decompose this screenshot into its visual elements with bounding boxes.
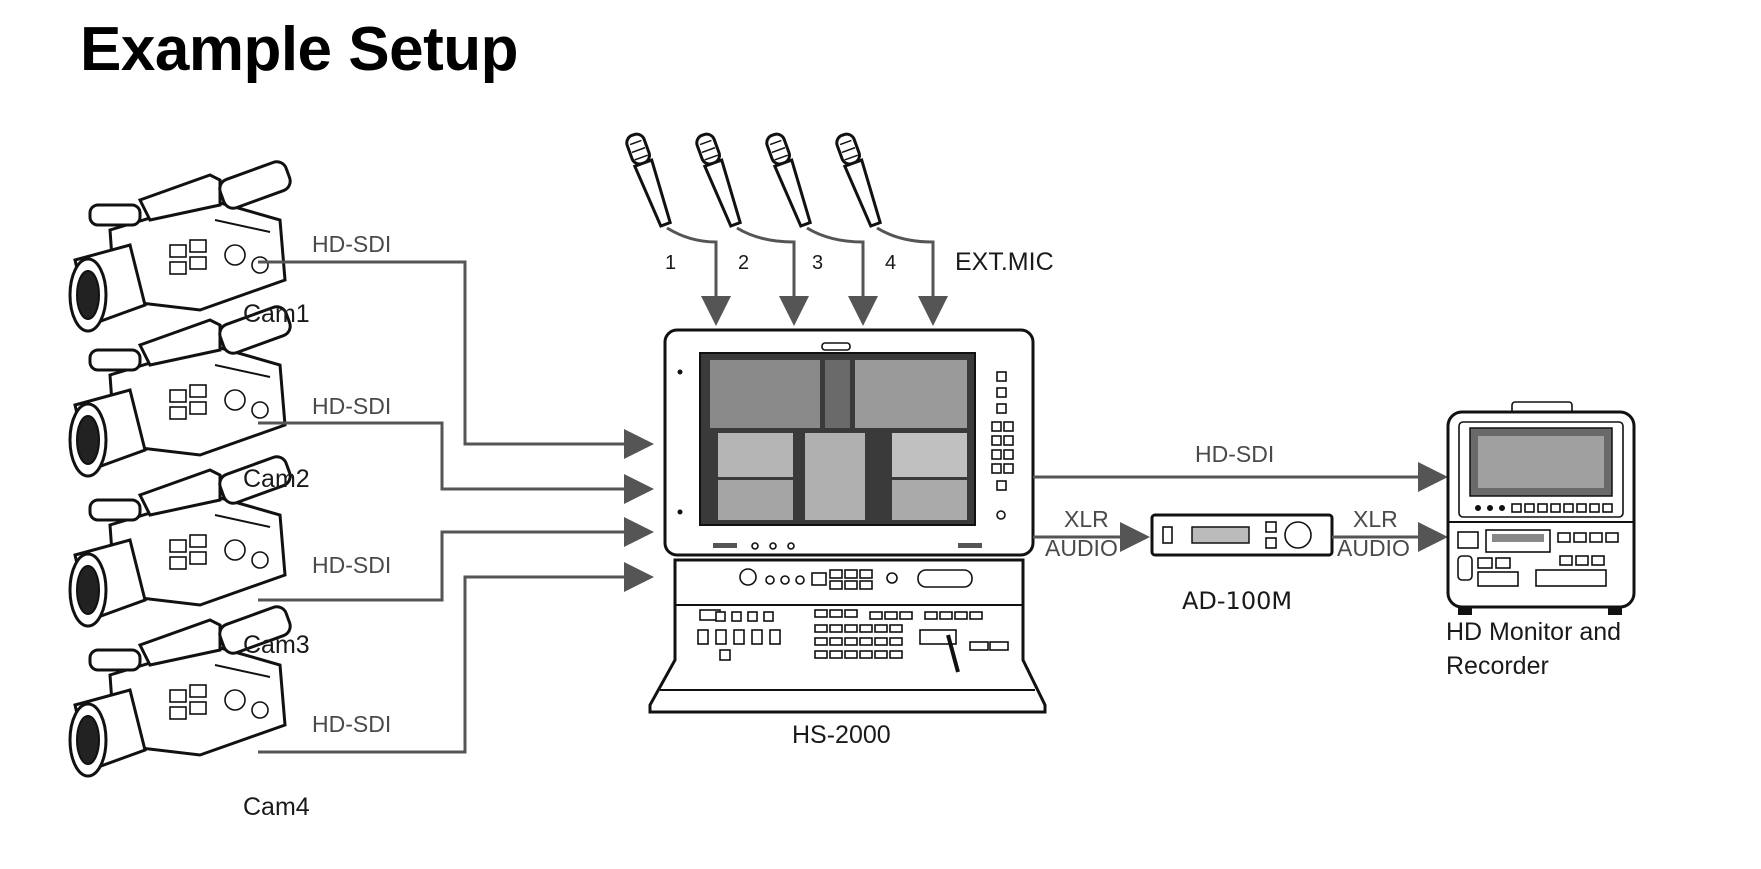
mic-2-label: 2 [738, 252, 749, 274]
audio-device-label: AD-100M [1182, 587, 1292, 615]
cam3-signal-label: HD-SDI [312, 552, 391, 578]
cam1-label: Cam1 [243, 300, 310, 328]
page-title: Example Setup [80, 15, 518, 84]
mic-4 [833, 130, 886, 229]
camera-2 [68, 302, 295, 478]
mic-4-wire [876, 226, 948, 326]
mic-1-label: 1 [665, 252, 676, 274]
mic-2 [693, 130, 746, 229]
mic-3-label: 3 [812, 252, 823, 274]
cam1-wire [258, 260, 654, 459]
cam2-wire [258, 421, 654, 504]
mic-2-wire [736, 226, 809, 326]
recorder-label-line2: Recorder [1446, 652, 1549, 680]
mic-3 [763, 130, 816, 229]
mic-3-wire [806, 226, 878, 326]
hd-monitor-recorder [1446, 401, 1636, 615]
cam4-signal-label: HD-SDI [312, 711, 391, 737]
cam2-label: Cam2 [243, 465, 310, 493]
cam1-signal-label: HD-SDI [312, 231, 391, 257]
ext-mic-label: EXT.MIC [955, 248, 1054, 276]
ad-100m-device [1150, 513, 1334, 557]
camera-4 [68, 602, 295, 778]
recorder-label-line1: HD Monitor and [1446, 618, 1621, 646]
audio-in-label-line1: XLR [1064, 506, 1109, 532]
output-signal-label: HD-SDI [1195, 441, 1274, 467]
cam4-label: Cam4 [243, 793, 310, 821]
cam2-signal-label: HD-SDI [312, 393, 391, 419]
cam3-label: Cam3 [243, 631, 310, 659]
hs-2000-switcher [648, 328, 1047, 714]
mic-1 [623, 130, 676, 229]
mic-4-label: 4 [885, 252, 896, 274]
audio-in-label-line2: AUDIO [1045, 535, 1118, 561]
mic-1-wire [666, 226, 731, 326]
switcher-label: HS-2000 [792, 721, 891, 749]
cam4-wire [258, 562, 654, 754]
audio-out-label-line2: AUDIO [1337, 535, 1410, 561]
audio-out-label-line1: XLR [1353, 506, 1398, 532]
cam3-wire [258, 517, 654, 602]
